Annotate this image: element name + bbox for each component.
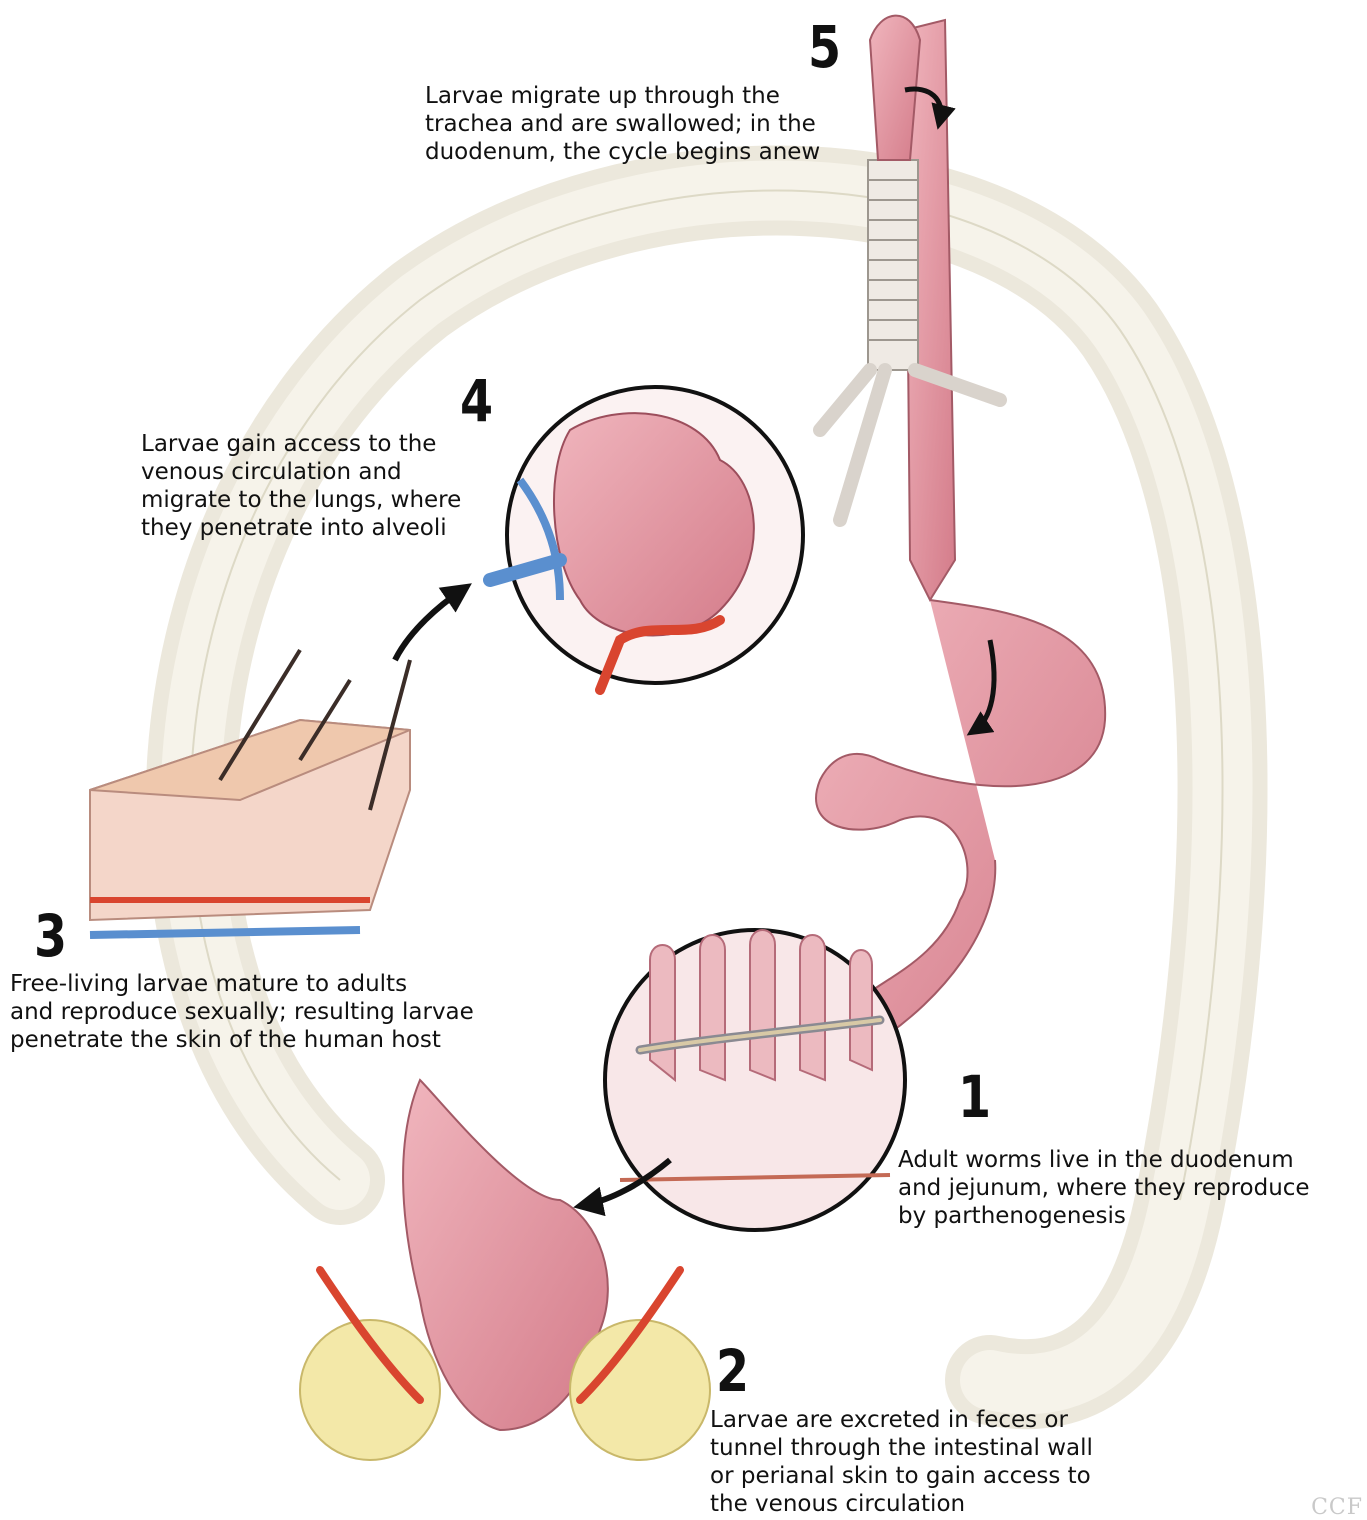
step-2-line-4: the venous circulation bbox=[710, 1490, 1093, 1518]
step-2-description: Larvae are excreted in feces or tunnel t… bbox=[710, 1406, 1093, 1518]
step-1-line-2: and jejunum, where they reproduce bbox=[898, 1174, 1310, 1202]
step-1-description: Adult worms live in the duodenum and jej… bbox=[898, 1146, 1310, 1230]
step-4-line-3: migrate to the lungs, where bbox=[141, 486, 461, 514]
step-3-line-3: penetrate the skin of the human host bbox=[10, 1026, 474, 1054]
step-2-line-3: or perianal skin to gain access to bbox=[710, 1462, 1093, 1490]
step-4-line-1: Larvae gain access to the bbox=[141, 430, 461, 458]
step-2-line-1: Larvae are excreted in feces or bbox=[710, 1406, 1093, 1434]
step-4-description: Larvae gain access to the venous circula… bbox=[141, 430, 461, 542]
step-5-line-1: Larvae migrate up through the bbox=[425, 82, 820, 110]
step-5-line-2: trachea and are swallowed; in the bbox=[425, 110, 820, 138]
step-5-description: Larvae migrate up through the trachea an… bbox=[425, 82, 820, 166]
step-1-number: 1 bbox=[958, 1068, 991, 1126]
step-4-number: 4 bbox=[460, 372, 493, 430]
step-2-number: 2 bbox=[716, 1342, 749, 1400]
trachea-esophagus bbox=[820, 16, 1000, 600]
step-1-line-1: Adult worms live in the duodenum bbox=[898, 1146, 1310, 1174]
step-4-line-2: venous circulation and bbox=[141, 458, 461, 486]
alveoli-inset bbox=[490, 387, 803, 690]
corner-mark: CCF bbox=[1311, 1495, 1363, 1520]
step-4-line-4: they penetrate into alveoli bbox=[141, 514, 461, 542]
step-5-line-3: duodenum, the cycle begins anew bbox=[425, 138, 820, 166]
step-1-line-3: by parthenogenesis bbox=[898, 1202, 1310, 1230]
step-3-number: 3 bbox=[34, 907, 67, 965]
step-3-line-2: and reproduce sexually; resulting larvae bbox=[10, 998, 474, 1026]
step-2-line-2: tunnel through the intestinal wall bbox=[710, 1434, 1093, 1462]
step-3-description: Free-living larvae mature to adults and … bbox=[10, 970, 474, 1054]
step-3-line-1: Free-living larvae mature to adults bbox=[10, 970, 474, 998]
villi-inset bbox=[605, 930, 905, 1230]
step-5-number: 5 bbox=[808, 18, 841, 76]
skin-section bbox=[90, 650, 410, 935]
